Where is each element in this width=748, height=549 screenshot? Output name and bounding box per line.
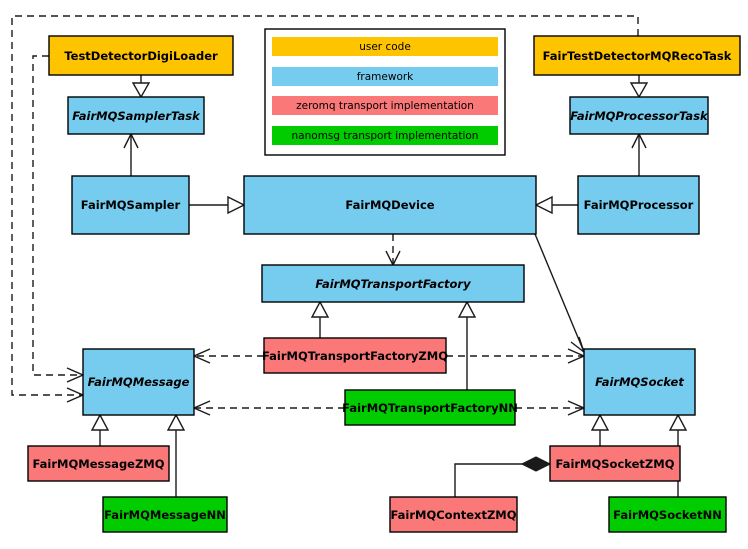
legend: user code framework zeromq transport imp… <box>264 28 506 156</box>
node-label: FairMQContextZMQ <box>390 508 516 522</box>
edge-sampler-to-device <box>189 195 246 215</box>
edge-contextzmq-to-socketzmq <box>454 456 552 497</box>
node-label: FairMQMessageZMQ <box>32 457 164 471</box>
node-label: FairTestDetectorMQRecoTask <box>543 49 732 63</box>
node-box[interactable] <box>102 496 228 533</box>
legend-label: framework <box>357 71 414 83</box>
edge-digiloader-to-samplertask <box>131 75 151 99</box>
node-box[interactable] <box>67 96 205 135</box>
node-box[interactable] <box>533 35 741 76</box>
legend-label: user code <box>359 41 411 53</box>
edge-messagenn-to-message <box>166 413 186 497</box>
edge-messagezmq-to-message <box>90 413 110 446</box>
node-box[interactable] <box>583 348 696 416</box>
legend-swatch <box>272 126 498 145</box>
node-label: FairMQDevice <box>345 198 434 212</box>
node-box[interactable] <box>243 175 537 235</box>
legend-label: zeromq transport implementation <box>296 100 474 112</box>
node-label: FairMQTransportFactoryNN <box>342 401 518 415</box>
node-box[interactable] <box>569 96 709 135</box>
edge-recotask-to-processortask <box>629 75 649 99</box>
legend-item-zeromq: zeromq transport implementation <box>272 96 498 115</box>
edge-tfnn-to-transportfactory <box>457 300 477 390</box>
node-FairMQSocketZMQ[interactable]: FairMQSocketZMQ <box>549 445 681 482</box>
node-box[interactable] <box>263 337 447 374</box>
legend-item-user-code: user code <box>272 37 498 56</box>
node-label: FairMQProcessorTask <box>570 109 709 123</box>
node-FairMQSampler[interactable]: FairMQSampler <box>71 175 190 235</box>
node-FairMQSamplerTask[interactable]: FairMQSamplerTask <box>67 96 205 135</box>
node-FairMQProcessorTask[interactable]: FairMQProcessorTask <box>569 96 709 135</box>
node-label: TestDetectorDigiLoader <box>64 49 218 63</box>
legend-item-nanomsg: nanomsg transport implementation <box>272 126 498 145</box>
node-label: FairMQMessage <box>88 375 190 389</box>
node-FairMQDevice[interactable]: FairMQDevice <box>243 175 537 235</box>
node-box[interactable] <box>82 348 195 416</box>
legend-swatch <box>272 67 498 86</box>
node-label: FairMQSocketZMQ <box>556 457 675 471</box>
node-box[interactable] <box>261 264 525 303</box>
node-FairMQProcessor[interactable]: FairMQProcessor <box>577 175 700 235</box>
edge-processor-to-device <box>534 195 578 215</box>
node-FairMQMessageNN[interactable]: FairMQMessageNN <box>102 496 228 533</box>
node-box[interactable] <box>549 445 681 482</box>
node-box[interactable] <box>344 389 516 426</box>
node-label: FairMQSocket <box>595 375 684 389</box>
node-box[interactable] <box>577 175 700 235</box>
node-FairMQTransportFactoryNN[interactable]: FairMQTransportFactoryNN <box>342 389 518 426</box>
node-layer: TestDetectorDigiLoader FairMQSamplerTask… <box>27 35 741 533</box>
node-label: FairMQProcessor <box>584 198 694 212</box>
node-box[interactable] <box>27 445 170 482</box>
node-label: FairMQTransportFactoryZMQ <box>262 349 448 363</box>
legend-swatch <box>272 37 498 56</box>
node-FairTestDetectorMQRecoTask[interactable]: FairTestDetectorMQRecoTask <box>533 35 741 76</box>
node-FairMQTransportFactoryZMQ[interactable]: FairMQTransportFactoryZMQ <box>262 337 448 374</box>
node-FairMQSocketNN[interactable]: FairMQSocketNN <box>608 496 727 533</box>
node-FairMQTransportFactory[interactable]: FairMQTransportFactory <box>261 264 525 303</box>
node-label: FairMQTransportFactory <box>315 277 471 291</box>
legend-label: nanomsg transport implementation <box>292 130 479 142</box>
node-label: FairMQSamplerTask <box>72 109 201 123</box>
legend-swatch <box>272 96 498 115</box>
node-FairMQContextZMQ[interactable]: FairMQContextZMQ <box>389 496 518 533</box>
node-label: FairMQSocketNN <box>613 508 722 522</box>
node-label: FairMQSampler <box>81 198 181 212</box>
legend-item-framework: framework <box>272 67 498 86</box>
node-FairMQMessageZMQ[interactable]: FairMQMessageZMQ <box>27 445 170 482</box>
edge-socketzmq-to-socket <box>590 413 610 446</box>
node-FairMQSocket[interactable]: FairMQSocket <box>583 348 696 416</box>
node-TestDetectorDigiLoader[interactable]: TestDetectorDigiLoader <box>48 35 234 76</box>
node-box[interactable] <box>608 496 727 533</box>
node-box[interactable] <box>389 496 518 533</box>
edge-tfzmq-to-transportfactory <box>310 300 330 338</box>
node-box[interactable] <box>71 175 190 235</box>
node-box[interactable] <box>48 35 234 76</box>
node-FairMQMessage[interactable]: FairMQMessage <box>82 348 195 416</box>
node-label: FairMQMessageNN <box>104 508 226 522</box>
